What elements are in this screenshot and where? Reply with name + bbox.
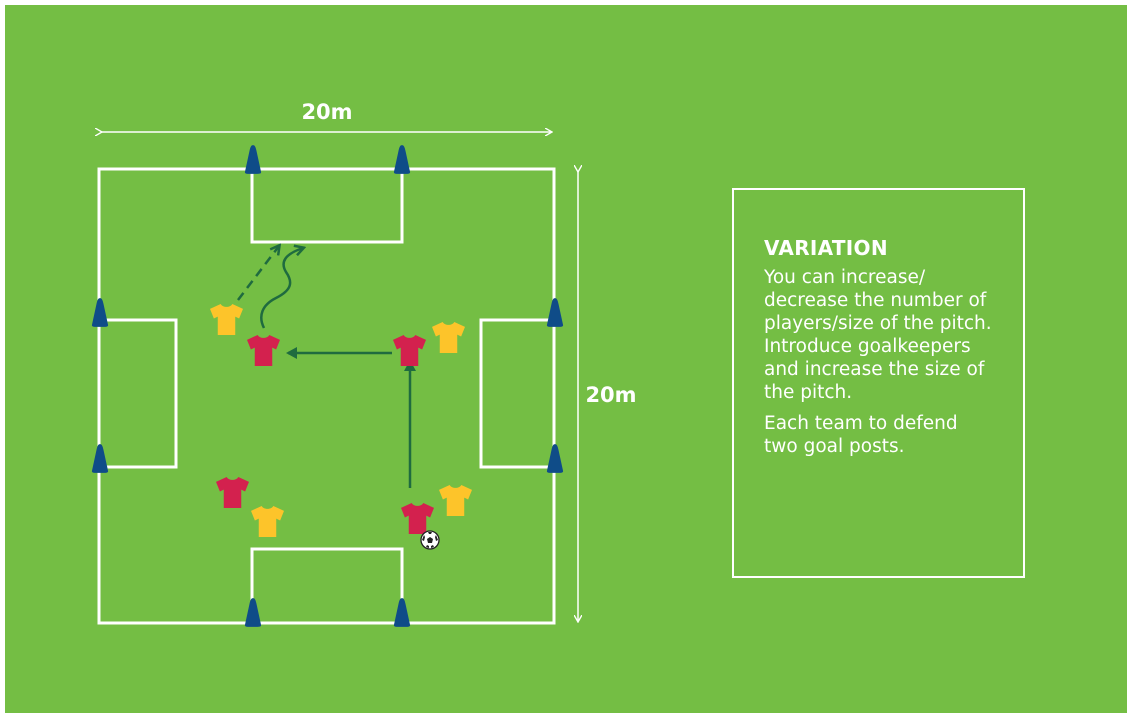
drill-diagram: 20m 20m [91, 100, 637, 627]
cone-icon [244, 145, 262, 174]
cone-icon [91, 444, 109, 473]
drill-board: 20m 20m [5, 5, 1127, 713]
yellow-shirt-icon [439, 484, 472, 517]
height-label: 20m [585, 383, 636, 407]
variation-note: Each team to defend two goal posts. [764, 413, 958, 457]
players [210, 303, 472, 538]
goal-area-bottom [250, 547, 404, 625]
shot-arrow-dashed [237, 246, 279, 301]
width-label: 20m [301, 100, 352, 124]
goal-area-top [250, 167, 404, 244]
width-dimension: 20m [101, 100, 551, 132]
pitch-boundary [97, 167, 556, 625]
cone-icon [91, 298, 109, 327]
dribble-arrow-wavy [260, 248, 303, 329]
variation-panel: VARIATION You can increase/ decrease the… [732, 188, 1025, 578]
cone-icon [546, 444, 564, 473]
ball-icon [420, 530, 440, 550]
goal-area-left [97, 318, 178, 469]
cone-icon [546, 298, 564, 327]
pitch-lines [97, 167, 556, 625]
cone-icon [393, 145, 411, 174]
yellow-shirt-icon [210, 303, 243, 336]
arrows [237, 246, 416, 488]
red-shirt-icon [216, 476, 249, 509]
height-dimension: 20m [578, 171, 637, 621]
variation-title: VARIATION [764, 236, 888, 260]
red-shirt-icon [247, 334, 280, 367]
yellow-shirt-icon [251, 505, 284, 538]
goal-area-right [479, 318, 556, 469]
yellow-shirt-icon [432, 321, 465, 354]
cone-icon [393, 598, 411, 627]
variation-text: You can increase/ decrease the number of… [764, 267, 992, 403]
cones [91, 145, 564, 627]
red-shirt-icon [393, 334, 426, 367]
cone-icon [244, 598, 262, 627]
red-shirt-icon [401, 502, 434, 535]
